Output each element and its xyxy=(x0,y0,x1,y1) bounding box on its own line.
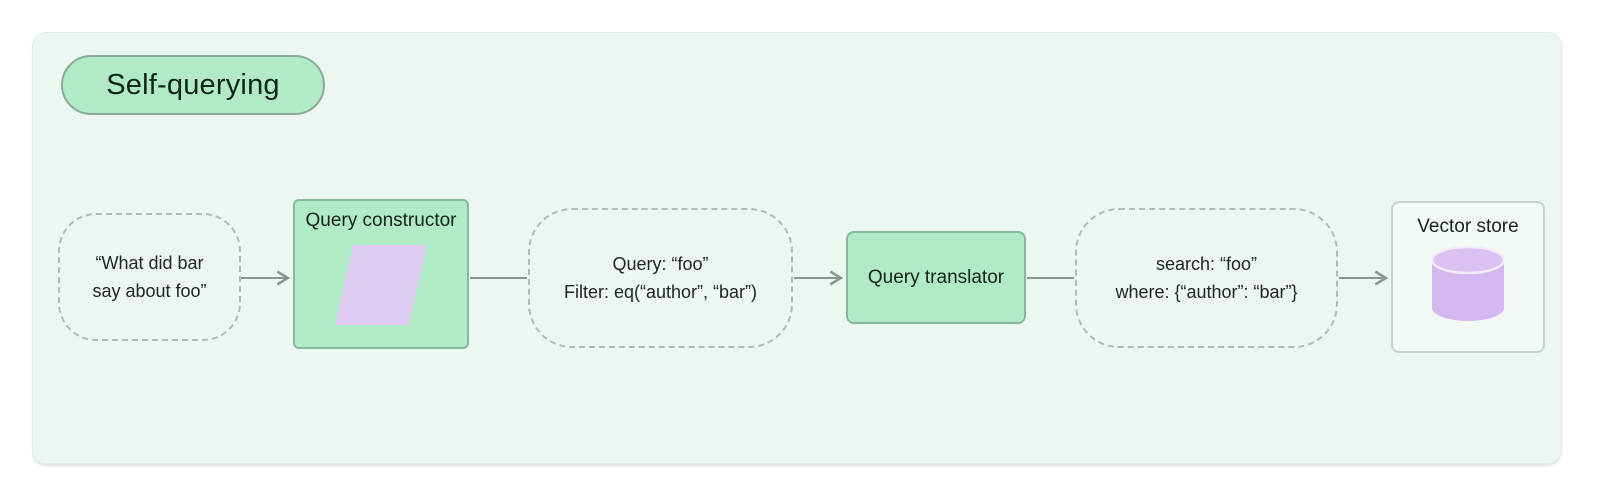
vector-store-label: Vector store xyxy=(1417,216,1519,237)
node-text-line: say about foo” xyxy=(92,281,207,301)
translated-query-text: search: “foo” where: {“author”: “bar”} xyxy=(1115,250,1297,306)
query-translator-label: Query translator xyxy=(867,266,1005,288)
database-icon xyxy=(1430,245,1506,329)
structured-query-text: Query: “foo” Filter: eq(“author”, “bar”) xyxy=(564,250,757,306)
node-query-translator: Query translator xyxy=(846,231,1026,324)
node-query-constructor: Query constructor xyxy=(293,199,469,349)
node-text-line: search: “foo” xyxy=(1155,254,1258,274)
parallelogram-icon xyxy=(334,245,428,325)
node-translated-query: search: “foo” where: {“author”: “bar”} xyxy=(1075,208,1338,348)
node-vector-store: Vector store xyxy=(1391,201,1545,353)
diagram-canvas: Self-querying “What did bar say about fo… xyxy=(32,32,1562,464)
node-text-line: where: {“author”: “bar”} xyxy=(1115,282,1298,302)
node-input-query: “What did bar say about foo” xyxy=(58,213,241,341)
node-text-line: Filter: eq(“author”, “bar”) xyxy=(563,282,758,302)
input-query-text: “What did bar say about foo” xyxy=(92,249,206,305)
node-structured-query: Query: “foo” Filter: eq(“author”, “bar”) xyxy=(528,208,793,348)
node-text-line: Query: “foo” xyxy=(612,254,709,274)
diagram-title: Self-querying xyxy=(106,68,280,101)
query-constructor-label: Query constructor xyxy=(305,210,457,231)
diagram-title-pill: Self-querying xyxy=(61,55,325,115)
node-text-line: “What did bar xyxy=(95,253,204,273)
